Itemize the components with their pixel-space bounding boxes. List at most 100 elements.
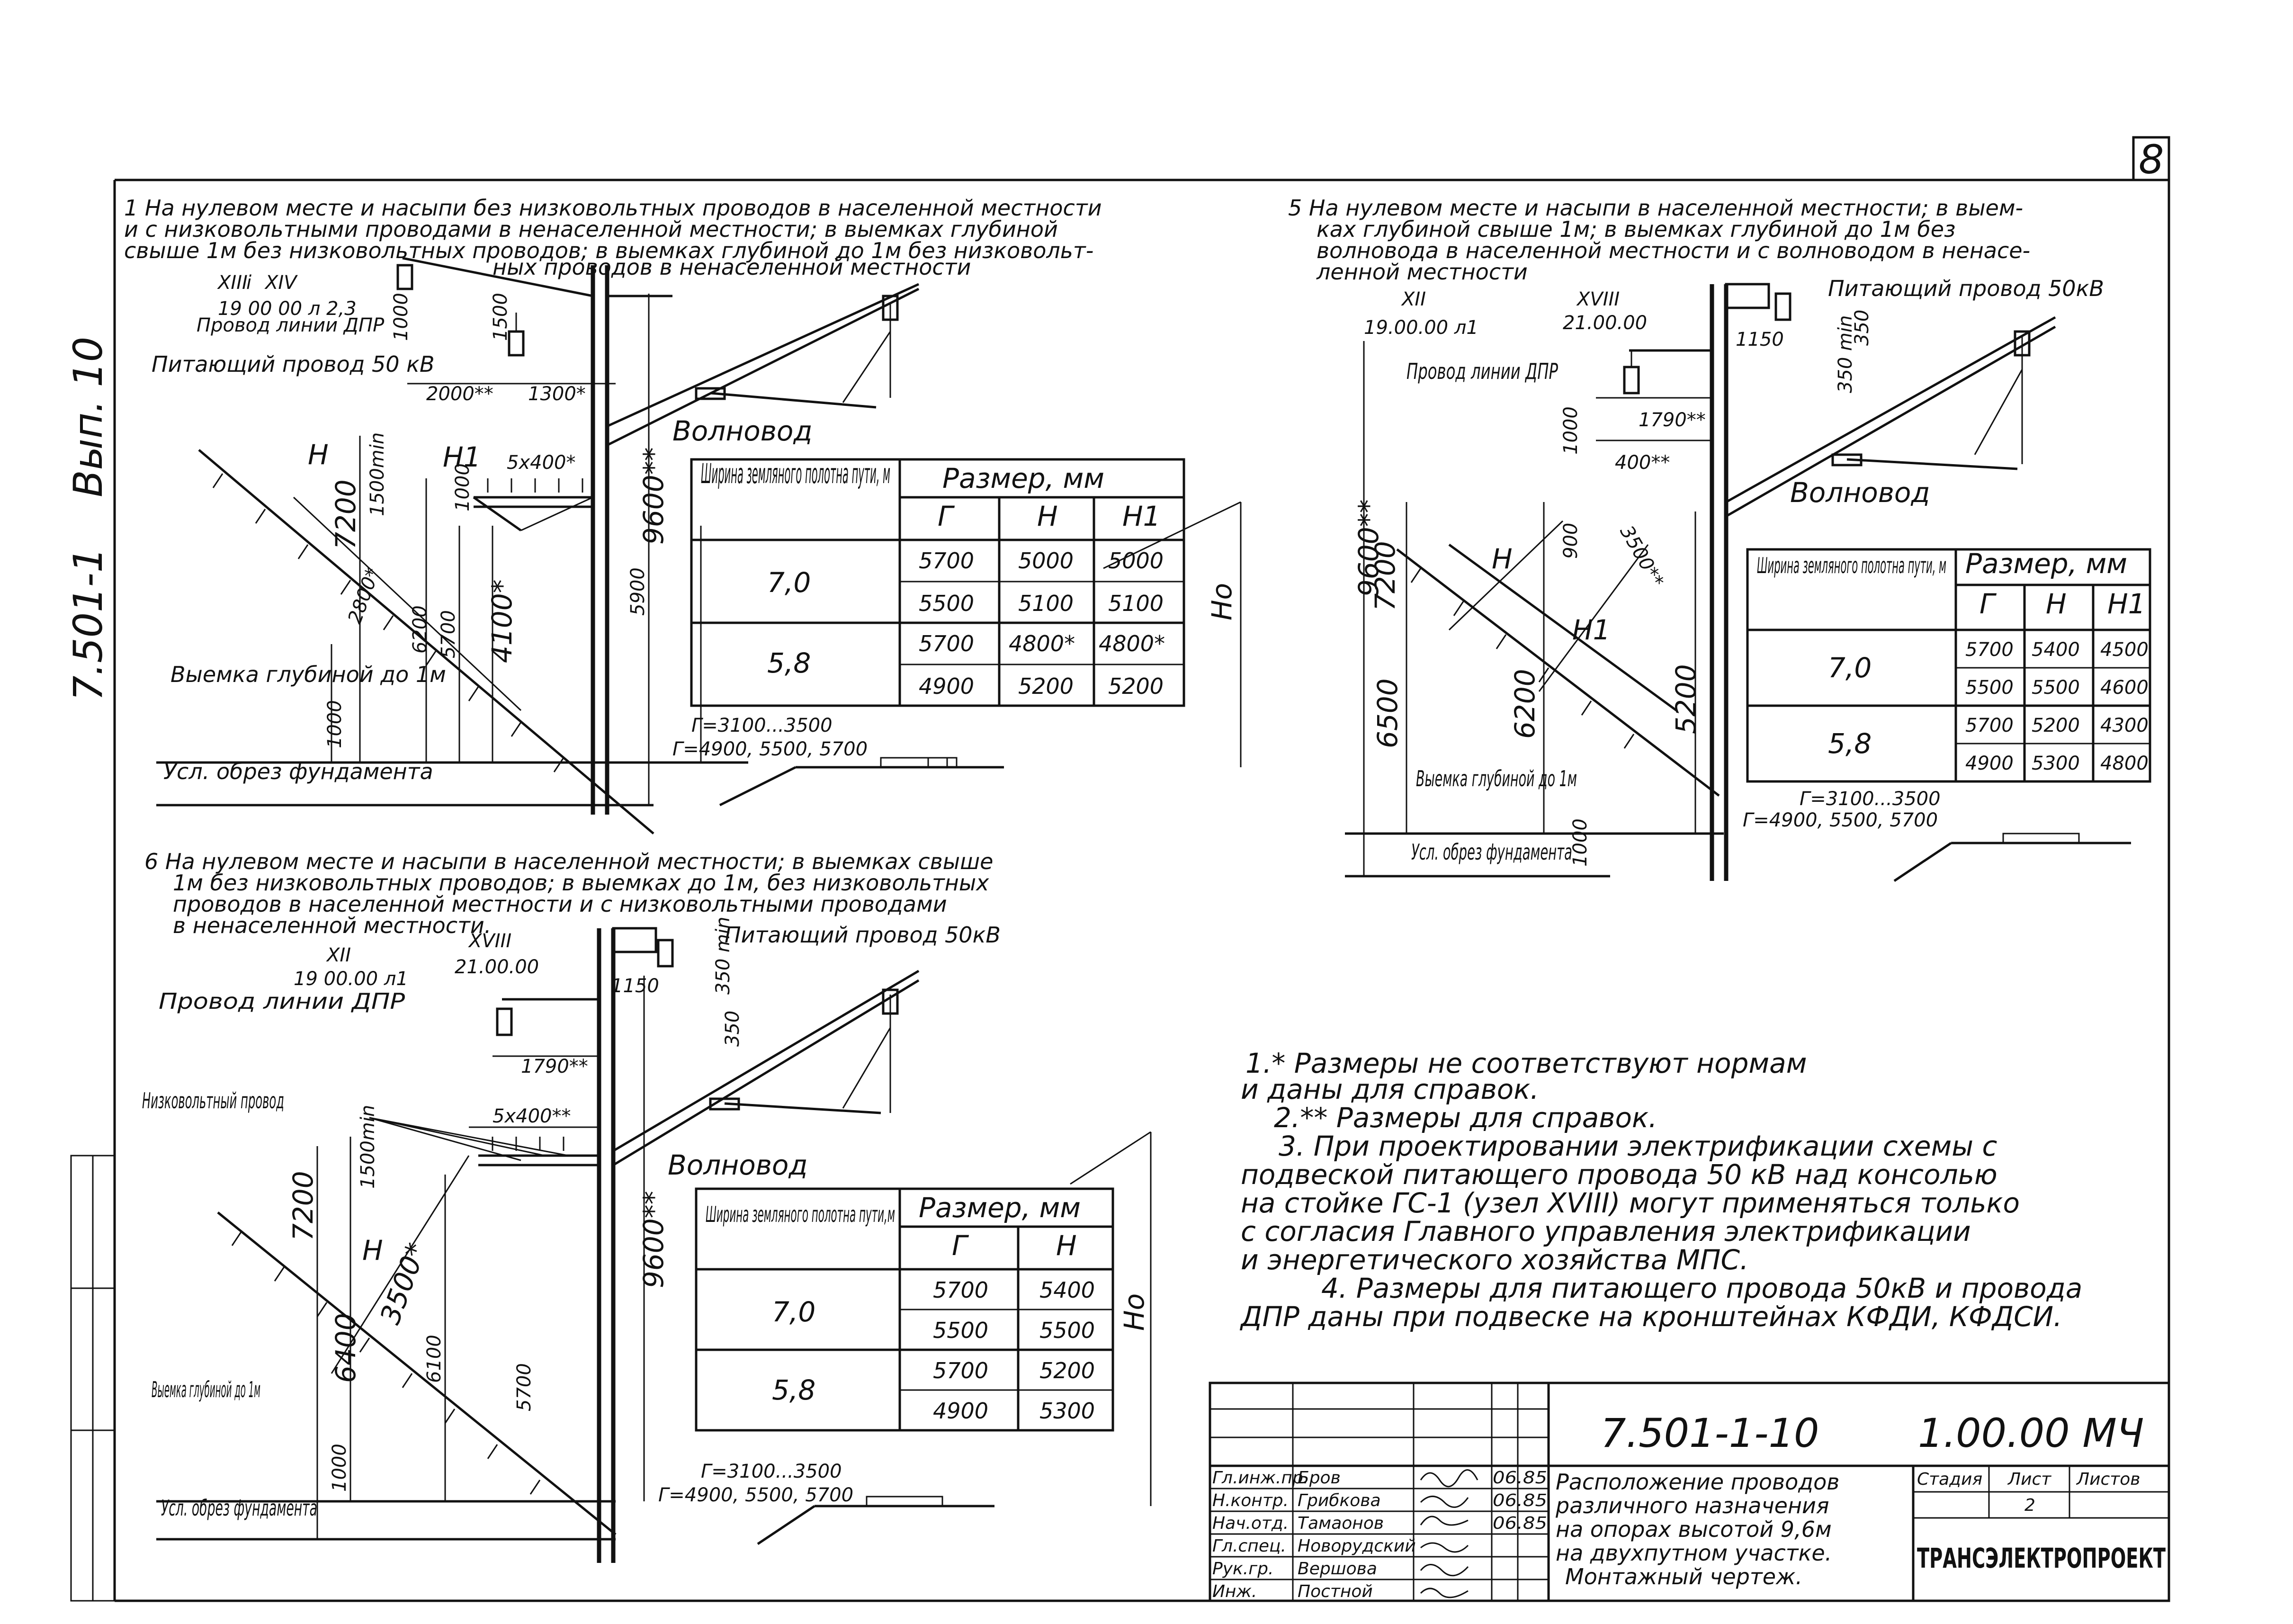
- svg-text:5700: 5700: [438, 610, 459, 658]
- svg-text:6500: 6500: [1371, 678, 1404, 748]
- fig6-gauge-a: Г=3100...3500: [701, 1461, 842, 1482]
- fig5-cell: 4500: [2100, 639, 2149, 661]
- fig6-dpr-label: Провод линии ДПР: [159, 988, 405, 1014]
- svg-text:1790**: 1790**: [1639, 409, 1706, 431]
- fig5-cell: 4900: [1965, 753, 2014, 774]
- title-role: Н.контр.: [1212, 1491, 1289, 1510]
- fig5-table-width-header: Ширина земляного полотна пути, м: [1757, 553, 1946, 578]
- fig4-caption-line1: 1 На нулевом месте и насыпи без низковол…: [124, 195, 1102, 221]
- title-col-sheet: Лист: [2007, 1470, 2051, 1489]
- note-3-line1: 3. При проектировании электрификации схе…: [1279, 1130, 1997, 1162]
- fig6-caption-line1: 6 На нулевом месте и насыпи в населенной…: [144, 849, 993, 874]
- svg-text:2000**: 2000**: [426, 383, 493, 405]
- svg-text:6400: 6400: [330, 1313, 362, 1383]
- fig4-cut-label: Выемка глубиной до 1м: [170, 662, 446, 687]
- note-3-line5: и энергетического хозяйства МПС.: [1241, 1244, 1748, 1276]
- title-line-1: Расположение проводов: [1556, 1469, 1839, 1495]
- fig4-cell: 5700: [919, 631, 974, 656]
- fig6-cell: 5500: [933, 1318, 988, 1343]
- fig4-cell: 5000: [1018, 548, 1074, 574]
- title-name: Новорудский: [1298, 1536, 1416, 1556]
- fig5-cell: 4800: [2100, 753, 2149, 774]
- svg-text:1500: 1500: [490, 293, 511, 341]
- fig4-table-size-header: Размер, мм: [942, 462, 1104, 494]
- svg-text:3500**: 3500**: [1615, 522, 1668, 591]
- fig4-cell: 5100: [1108, 591, 1164, 616]
- signature-mark: [1420, 1564, 1469, 1577]
- fig4-waveguide-label: Волновод: [672, 415, 813, 447]
- title-line-4: на двухпутном участке.: [1556, 1540, 1832, 1566]
- fig4-cell: 5500: [919, 591, 974, 616]
- svg-text:H: H: [1492, 543, 1513, 575]
- svg-text:Hо: Hо: [1206, 583, 1238, 620]
- fig4-row-width: 7,0: [767, 566, 811, 599]
- fig5-gauge-a: Г=3100...3500: [1800, 788, 1941, 810]
- fig5-table-size-header: Размер, мм: [1965, 547, 2127, 580]
- fig5-caption-line4: ленной местности: [1316, 259, 1528, 285]
- fig5-row-width: 7,0: [1828, 652, 1872, 684]
- signature-mark: [1420, 1542, 1469, 1553]
- fig6-table-sub-g: Г: [952, 1229, 969, 1262]
- svg-text:Hо: Hо: [1118, 1293, 1150, 1331]
- fig6-row-width: 5,8: [772, 1374, 815, 1406]
- svg-text:1790**: 1790**: [521, 1056, 588, 1077]
- fig4-cell: 4900: [919, 673, 974, 699]
- fig4-cell: 4800*: [1009, 631, 1075, 656]
- fig4-caption-line2: и с низковольтными проводами в ненаселен…: [124, 216, 1058, 242]
- fig5-cell: 5500: [2032, 677, 2080, 699]
- svg-text:5200: 5200: [1670, 664, 1702, 734]
- fig4-caption-line4: ных проводов в ненаселенной местности: [493, 254, 971, 280]
- svg-text:6200: 6200: [1509, 669, 1541, 739]
- svg-text:9600**: 9600**: [637, 1191, 670, 1288]
- svg-text:1300*: 1300*: [528, 383, 586, 405]
- title-role: Гл.инж.пр.: [1212, 1468, 1308, 1488]
- fig5-foundation-label: Усл. обрез фундамента: [1411, 839, 1572, 865]
- note-1-line2: и даны для справок.: [1241, 1073, 1539, 1105]
- note-2: 2.** Размеры для справок.: [1274, 1102, 1657, 1134]
- fig6-code-a: 19 00.00 л1: [294, 968, 408, 990]
- fig5-caption-line1: 5 На нулевом месте и насыпи в населенной…: [1288, 195, 2023, 221]
- svg-text:350: 350: [1851, 310, 1873, 346]
- fig5-cut-label: Выемка глубиной до 1м: [1416, 766, 1577, 791]
- fig6-lv-label: Низковольтный провод: [142, 1088, 284, 1113]
- svg-text:400**: 400**: [1615, 452, 1670, 474]
- title-col-stage: Стадия: [1917, 1470, 1982, 1489]
- fig6-waveguide-label: Волновод: [668, 1149, 808, 1181]
- fig4-cell: 5700: [919, 548, 974, 574]
- svg-text:H: H: [362, 1234, 383, 1266]
- fig6-gauge-b: Г=4900, 5500, 5700: [658, 1484, 853, 1506]
- svg-text:1000: 1000: [452, 463, 474, 511]
- note-4-line2: ДПР даны при подвеске на кронштейнах КФД…: [1239, 1301, 2062, 1333]
- title-role: Нач.отд.: [1212, 1514, 1289, 1533]
- fig4-table: Ширина земляного полотна пути, м Размер,…: [690, 458, 1185, 707]
- series-code: 7.501-1: [65, 547, 111, 701]
- fig6-table: Ширина земляного полотна пути,м Размер, …: [695, 1187, 1114, 1432]
- fig5-caption-line3: волновода в населенной местности и с вол…: [1317, 238, 2030, 263]
- fig4-cell: 5200: [1108, 673, 1164, 699]
- title-line-5: Монтажный чертеж.: [1565, 1564, 1802, 1589]
- issue-number: Вып. 10: [65, 337, 111, 497]
- figure-6: 6 На нулевом месте и насыпи в населенной…: [142, 849, 1152, 1563]
- title-line-3: на опорах высотой 9,6м: [1556, 1516, 1832, 1542]
- fig5-cell: 4600: [2100, 677, 2149, 699]
- svg-text:5x400**: 5x400**: [493, 1105, 571, 1127]
- title-organization: ТРАНСЭЛЕКТРОПРОЕКТ: [1917, 1542, 2166, 1574]
- svg-text:2800*: 2800*: [344, 565, 384, 627]
- fig5-node-a: XII: [1401, 288, 1426, 310]
- svg-text:H1: H1: [1572, 614, 1611, 646]
- svg-text:900: 900: [1560, 523, 1582, 559]
- svg-text:1000: 1000: [324, 700, 346, 748]
- fig6-cell: 4900: [933, 1398, 988, 1424]
- fig4-table-sub-h1: Н1: [1122, 500, 1161, 532]
- fig6-code-b: 21.00.00: [455, 956, 539, 978]
- fig4-cell: 4800*: [1099, 631, 1165, 656]
- signature-mark: [1420, 1469, 1478, 1488]
- fig5-node-b: XVIII: [1576, 288, 1620, 310]
- signature-mark: [1420, 1588, 1469, 1598]
- fig5-table-sub-g: Г: [1980, 588, 1997, 620]
- fig6-table-width-header: Ширина земляного полотна пути,м: [706, 1202, 895, 1227]
- fig5-table-sub-h1: Н1: [2107, 588, 2146, 620]
- svg-text:H: H: [308, 439, 329, 471]
